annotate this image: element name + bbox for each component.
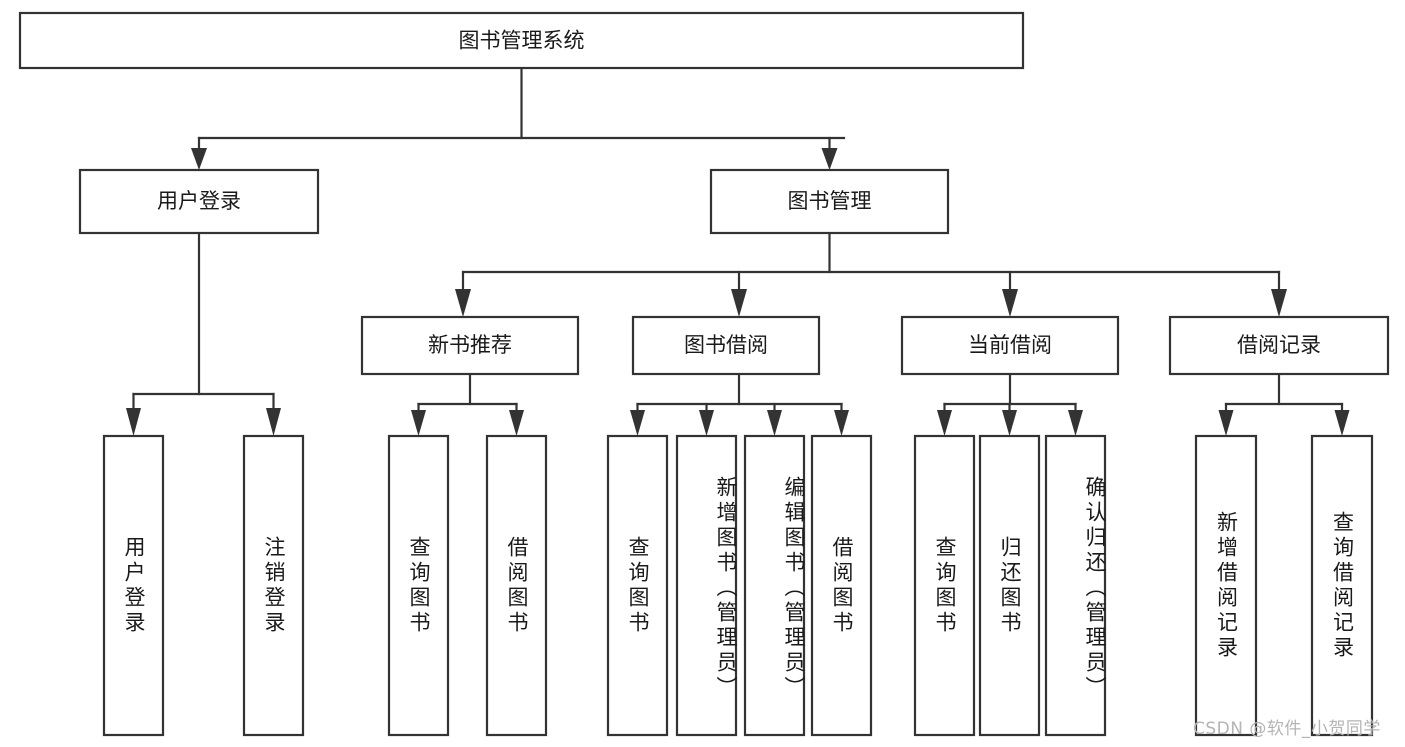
node-leaf-borrow-book-2[interactable] [810,434,873,737]
arrow-head-borrow-record [1271,289,1287,317]
node-book-management-label: 图书管理 [788,189,872,213]
node-leaf-edit-book[interactable] [743,434,806,737]
node-leaf-query-book-1[interactable] [387,434,450,737]
arrow-head-leaf-confirm-return [1068,410,1083,436]
arrow-head-leaf-borrow-book-2 [834,410,849,436]
arrow-head-leaf-user-login [126,408,141,436]
arrow-head-leaf-add-record [1218,410,1234,436]
node-layer: 图书管理系统 用户登录 图书管理 新书推荐 图书借阅 当前借阅 借阅记录 [18,11,1390,737]
node-borrow-record-label: 借阅记录 [1237,333,1321,357]
arrow-head-user-login [191,148,207,170]
arrow-head-leaf-borrow-book-1 [509,410,524,436]
node-leaf-query-borrow-record[interactable] [1310,434,1374,737]
arrow-head-leaf-query-record [1334,410,1350,436]
node-leaf-add-book[interactable] [675,434,738,737]
csdn-watermark: CSDN @软件_小贺同学 [1193,719,1381,739]
arrow-head-leaf-query-book-1 [411,410,426,436]
connector-layer [126,66,1350,436]
arrow-head-leaf-logout [266,408,281,436]
node-leaf-logout[interactable] [242,434,305,737]
node-root[interactable] [18,11,1025,70]
node-root-label: 图书管理系统 [459,29,585,53]
node-book-borrow-label: 图书借阅 [684,333,768,357]
node-leaf-query-book-2[interactable] [606,434,669,737]
node-borrow-record[interactable] [1168,315,1390,376]
node-book-management[interactable] [709,168,950,235]
arrow-head-book-mgmt [821,148,838,170]
node-leaf-confirm-return[interactable] [1044,434,1107,737]
arrow-head-book-borrow [731,289,747,317]
node-new-book-recommend-label: 新书推荐 [428,333,512,357]
node-user-login[interactable] [78,168,320,235]
node-user-login-label: 用户登录 [157,189,241,213]
node-leaf-query-book-3[interactable] [913,434,976,737]
node-leaf-add-borrow-record[interactable] [1194,434,1258,737]
node-current-borrow-label: 当前借阅 [968,333,1052,357]
node-book-borrow[interactable] [631,315,821,376]
arrow-head-leaf-query-book-3 [937,410,952,436]
node-new-book-recommend[interactable] [360,315,580,376]
arrow-head-new-book-rec [455,289,471,317]
arrow-head-leaf-edit-book [767,410,782,436]
arrow-head-leaf-query-book-2 [630,410,645,436]
node-current-borrow[interactable] [900,315,1120,376]
node-leaf-borrow-book-1[interactable] [485,434,548,737]
arrow-head-current-borrow [1002,289,1018,317]
node-leaf-user-login[interactable] [102,434,165,737]
node-leaf-return-book[interactable] [978,434,1041,737]
arrow-head-leaf-return-book [1002,410,1017,436]
arrow-head-leaf-add-book [699,410,714,436]
